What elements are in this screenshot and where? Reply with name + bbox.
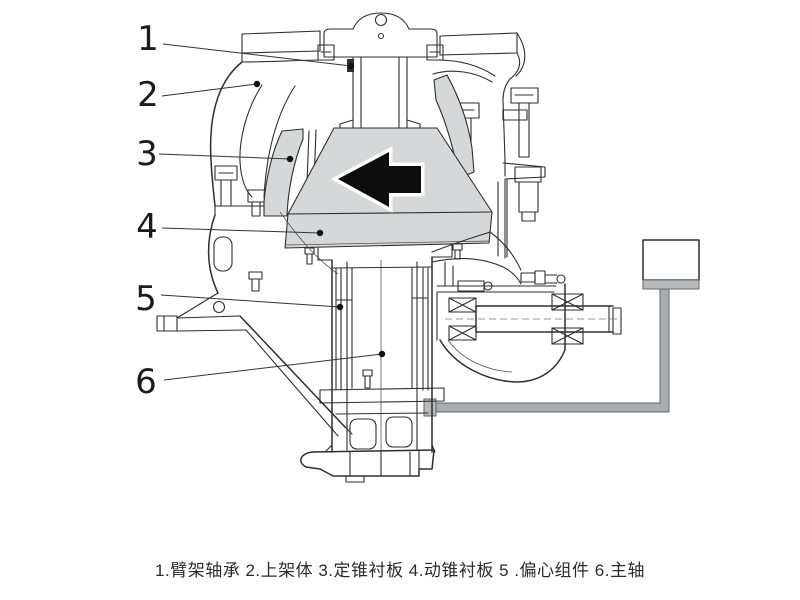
countershaft-assembly — [431, 231, 622, 383]
upper-frame — [209, 59, 546, 292]
callout-leader-2 — [161, 83, 258, 97]
callout-leader-4 — [161, 227, 321, 234]
base-foot — [345, 475, 365, 483]
spider-cap — [317, 12, 444, 61]
callout-leader-3 — [158, 153, 291, 160]
liner-gap-right — [497, 179, 506, 259]
eccentric-assembly — [317, 244, 453, 453]
main-shaft-column — [319, 369, 445, 450]
callout-number-1: 1 — [137, 19, 159, 59]
callouts: 1 2 3 4 5 6 — [135, 19, 386, 402]
grease-nipple — [556, 274, 566, 284]
direction-arrow-icon — [330, 146, 425, 213]
hydraulic-box — [642, 239, 700, 290]
figure-caption: 1.臂架轴承 2.上架体 3.定锥衬板 4.动锥衬板 5 .偏心组件 6.主轴 — [155, 561, 645, 580]
feed-hopper-arms — [241, 30, 526, 161]
callout-leader-1 — [162, 43, 352, 67]
callout-leader-5 — [160, 294, 341, 308]
lower-frame-left — [156, 211, 353, 437]
fixed-cone-liner-left — [263, 128, 304, 217]
bolt — [453, 87, 542, 222]
callout-number-3: 3 — [136, 134, 158, 174]
callout-number-4: 4 — [136, 207, 158, 247]
callout-number-2: 2 — [137, 75, 159, 115]
support-arm-end — [156, 315, 178, 332]
callout-number-5: 5 — [135, 279, 157, 319]
bolt — [214, 165, 266, 292]
callout-leader-6 — [163, 353, 383, 381]
bearing — [448, 293, 584, 345]
callout-number-6: 6 — [135, 362, 157, 402]
machine-base — [300, 444, 436, 483]
pipe-machine-fitting — [423, 398, 437, 417]
